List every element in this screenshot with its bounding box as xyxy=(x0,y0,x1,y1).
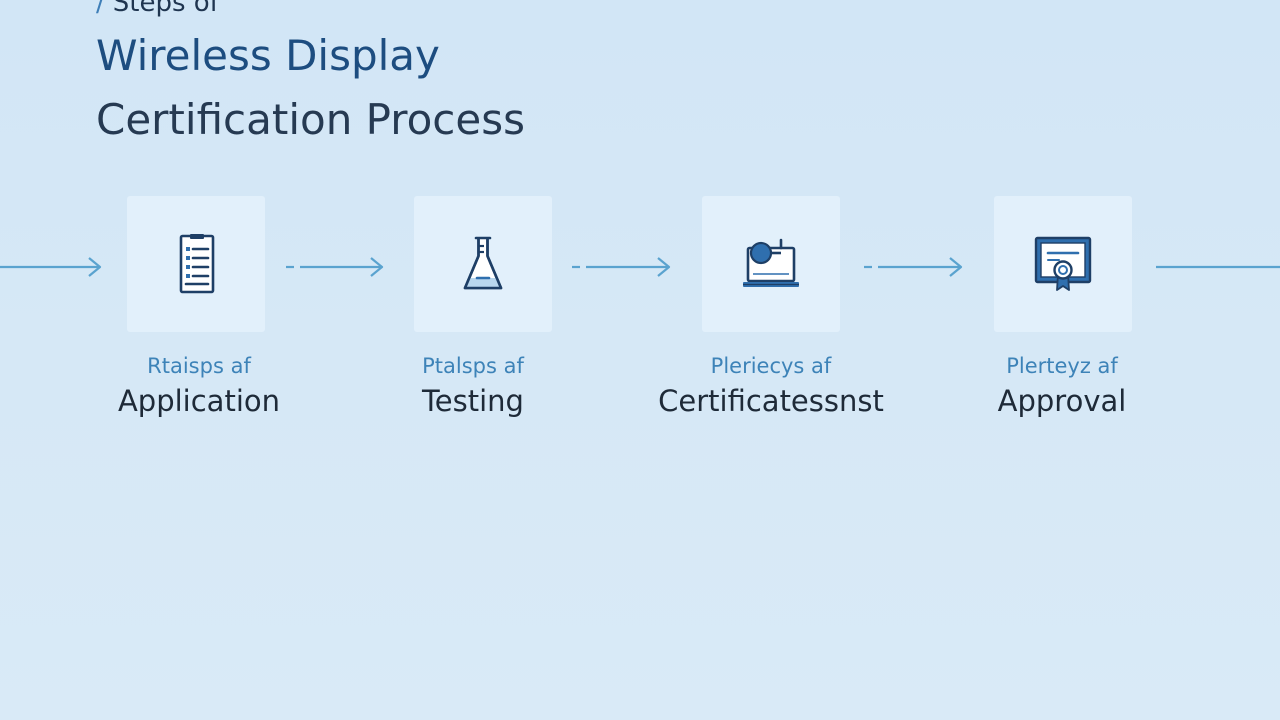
prefix-mark: / xyxy=(96,0,105,18)
pre-title: / Steps of xyxy=(96,0,796,20)
pre-title-text: Steps of xyxy=(112,0,219,18)
connector-arrow-start xyxy=(0,256,104,278)
step-icon-tile xyxy=(127,196,265,332)
page-title-line1: Wireless Display xyxy=(96,31,440,80)
step-icon-tile xyxy=(994,196,1132,332)
page-title-line2: Certification Process xyxy=(96,95,525,144)
step-label: Application xyxy=(117,384,281,418)
step-icon-tile xyxy=(702,196,840,332)
connector-arrow-2-3 xyxy=(570,256,674,278)
header: / Steps of Wireless Display Certification… xyxy=(96,0,796,148)
step-sub-label: Ptalsps af xyxy=(422,354,524,378)
step-label: Testing xyxy=(422,384,524,418)
step-sub-label: Plerteyz af xyxy=(1006,354,1118,378)
step-sub-label: Pleriecys af xyxy=(710,354,832,378)
connector-arrow-1-2 xyxy=(284,256,386,278)
step-label: Certificatessnst xyxy=(658,384,884,418)
connector-line-end xyxy=(1156,256,1280,278)
step-label: Approval xyxy=(997,384,1127,418)
step-sub-label: Rtaisps af xyxy=(147,354,251,378)
connector-arrow-3-4 xyxy=(862,256,966,278)
step-icon-tile xyxy=(414,196,552,332)
